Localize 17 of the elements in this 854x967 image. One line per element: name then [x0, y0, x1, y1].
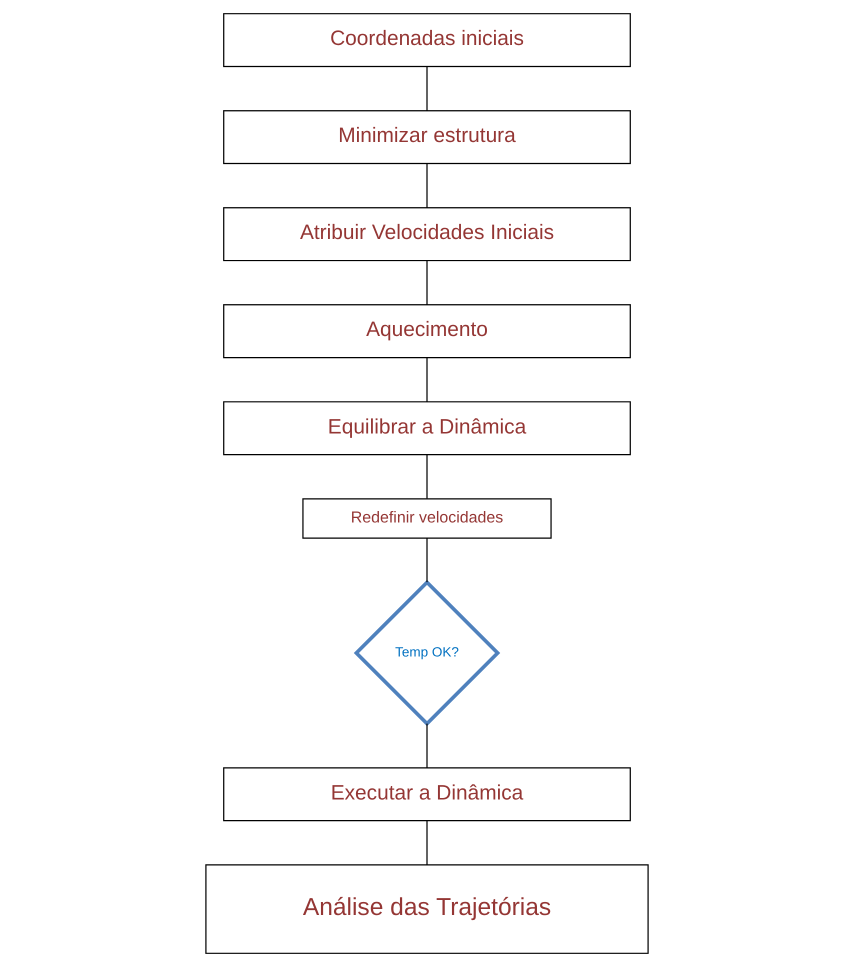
node-diamond: Temp OK?: [354, 580, 500, 726]
connector: [426, 724, 428, 768]
node-box: Executar a Dinâmica: [223, 767, 631, 822]
node-box: Redefinir velocidades: [302, 498, 552, 539]
node-box: Aquecimento: [223, 304, 631, 358]
connector: [426, 260, 428, 305]
connector: [426, 164, 428, 208]
node-box: Coordenadas iniciais: [223, 13, 631, 68]
connector: [426, 454, 428, 498]
connector: [426, 358, 428, 402]
node-box: Análise das Trajetórias: [205, 864, 649, 954]
node-box: Atribuir Velocidades Iniciais: [223, 207, 631, 262]
connector: [426, 538, 428, 582]
node-box: Equilibrar a Dinâmica: [223, 401, 631, 456]
connector: [426, 66, 428, 111]
node-box: Minimizar estrutura: [223, 110, 631, 164]
connector: [426, 820, 428, 865]
